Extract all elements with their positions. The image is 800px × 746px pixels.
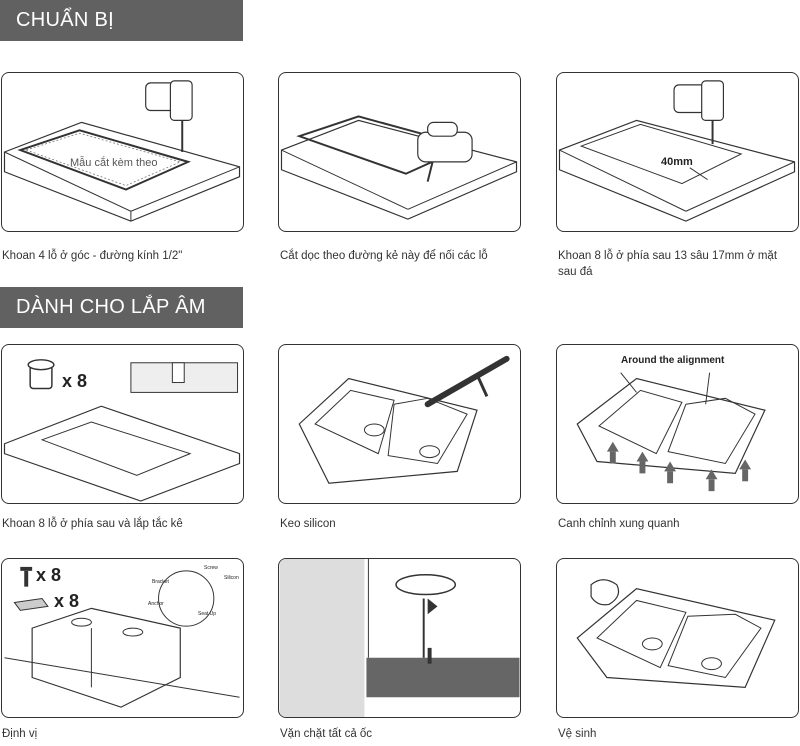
step-silicone-illustration [278,344,521,504]
part-label-screw: Screw [204,565,218,571]
section-header-undermount: DÀNH CHO LẮP ÂM [0,287,243,328]
step-cut-line-illustration [278,72,521,232]
step-position-illustration: x 8 x 8 Screw Bracket Silicon Anchor Sea… [1,558,244,718]
step-clean-illustration [556,558,799,718]
step-clean-caption: Vệ sinh [558,728,597,740]
drill-corners-drawing [3,80,241,222]
tighten-drawing [279,559,520,717]
step-drill-corners-caption: Khoan 4 lỗ ở góc - đường kính 1/2" [2,250,183,262]
alignment-drawing [576,372,766,492]
step-alignment-caption: Canh chỉnh xung quanh [558,518,680,530]
step-anchors-caption: Khoan 8 lỗ ở phía sau và lắp tắc kê [2,518,183,530]
step-tighten-caption: Vặn chặt tất cả ốc [280,728,373,740]
part-label-seat-up: Seat Up [198,611,217,617]
silicone-drawing [298,355,510,484]
section-title: CHUẨN BỊ [16,9,114,31]
screw-count: x 8 [36,565,62,585]
step-drill-corners-illustration: Mẫu cắt kèm theo [1,72,244,232]
cut-line-drawing [280,115,518,220]
anchor-count: x 8 [62,371,88,391]
dimension-label: 40mm [661,156,693,168]
part-label-bracket: Bracket [152,579,169,585]
step-drill-back-caption: Khoan 8 lỗ ở phía sau 13 sâu 17mm ở mặt … [558,250,778,278]
clip-count: x 8 [54,591,80,611]
step-alignment-illustration: Around the alignment [556,344,799,504]
position-drawing [4,566,240,708]
step-anchors-illustration: x 8 [1,344,244,504]
part-label-silicon: Silicon [224,575,239,581]
section-title: DÀNH CHO LẮP ÂM [16,296,206,318]
step-tighten-illustration [278,558,521,718]
part-label-anchor: Anchor [148,601,164,607]
step-silicone-caption: Keo silicon [280,518,336,530]
step-drill-back-illustration: 40mm [556,72,799,232]
drill-back-drawing [558,80,796,222]
clean-drawing [576,579,776,688]
alignment-label: Around the alignment [621,355,725,366]
anchors-drawing [3,359,241,502]
section-header-prepare: CHUẨN BỊ [0,0,243,41]
template-label: Mẫu cắt kèm theo [70,157,158,169]
step-position-caption: Định vị [2,728,38,740]
step-cut-line-caption: Cắt dọc theo đường kẻ này để nối các lỗ [280,250,488,262]
